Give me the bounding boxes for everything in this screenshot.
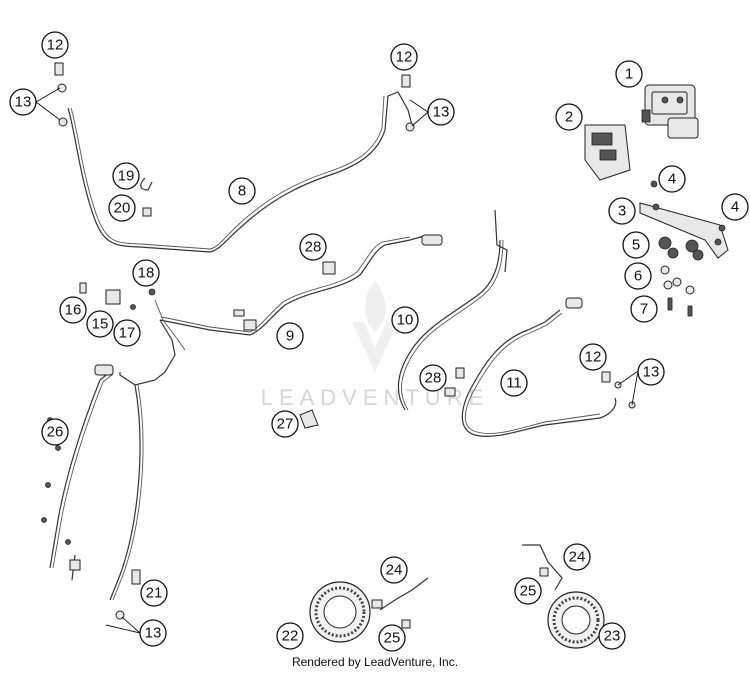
rubber-grommets	[658, 236, 704, 261]
bolts	[667, 297, 693, 317]
fittings	[41, 62, 636, 629]
svg-text:5: 5	[632, 237, 640, 254]
svg-text:7: 7	[640, 301, 648, 318]
svg-text:21: 21	[146, 585, 163, 602]
svg-text:3: 3	[618, 203, 626, 220]
svg-text:13: 13	[433, 104, 450, 121]
svg-text:12: 12	[585, 349, 602, 366]
abs-control-module	[584, 124, 631, 181]
svg-text:23: 23	[604, 628, 621, 645]
svg-text:17: 17	[119, 325, 136, 342]
callout-25: 25	[378, 624, 406, 652]
svg-text:4: 4	[731, 199, 739, 216]
svg-text:2: 2	[565, 109, 573, 126]
svg-text:26: 26	[47, 424, 64, 441]
callout-21: 21	[140, 579, 168, 607]
callout-1: 1	[615, 60, 643, 88]
callout-5: 5	[622, 231, 650, 259]
svg-text:25: 25	[384, 630, 401, 647]
callout-27: 27	[271, 410, 299, 438]
callout-4: 4	[658, 165, 686, 193]
svg-text:9: 9	[286, 328, 294, 345]
callout-12: 12	[41, 31, 69, 59]
svg-text:12: 12	[396, 49, 413, 66]
svg-text:28: 28	[425, 370, 442, 387]
callout-19: 19	[112, 162, 140, 190]
svg-text:16: 16	[65, 302, 82, 319]
callout-13: 13	[139, 619, 167, 647]
abs-sensor-ring-front	[309, 581, 371, 643]
callout-22: 22	[276, 622, 304, 650]
leader-lines	[35, 87, 639, 634]
svg-text:11: 11	[506, 375, 522, 392]
svg-text:12: 12	[47, 37, 64, 54]
callout-4: 4	[721, 193, 749, 221]
svg-text:6: 6	[634, 268, 642, 285]
callout-24: 24	[563, 543, 591, 571]
svg-text:13: 13	[15, 94, 32, 111]
callout-12: 12	[390, 43, 418, 71]
svg-text:20: 20	[114, 200, 131, 217]
abs-sensor-ring-rear	[547, 591, 605, 649]
callout-3: 3	[608, 197, 636, 225]
svg-text:24: 24	[569, 549, 586, 566]
mounting-bracket	[639, 180, 729, 259]
callout-8: 8	[228, 177, 256, 205]
svg-text:10: 10	[397, 312, 414, 329]
svg-text:27: 27	[277, 416, 294, 433]
svg-text:18: 18	[138, 265, 155, 282]
abs-unit	[641, 84, 699, 139]
svg-text:19: 19	[118, 168, 135, 185]
watermark-logo	[352, 280, 398, 372]
svg-text:22: 22	[282, 628, 299, 645]
footer-credit: Rendered by LeadVenture, Inc.	[291, 655, 459, 669]
callout-13: 13	[637, 358, 665, 386]
callout-20: 20	[108, 194, 136, 222]
svg-text:28: 28	[305, 239, 322, 256]
callout-13: 13	[9, 88, 37, 116]
callout-18: 18	[132, 259, 160, 287]
svg-text:13: 13	[145, 625, 162, 642]
callout-26: 26	[41, 418, 69, 446]
callout-25: 25	[514, 577, 542, 605]
callout-10: 10	[391, 306, 419, 334]
callout-17: 17	[113, 319, 141, 347]
callout-7: 7	[630, 295, 658, 323]
brake-hoses	[49, 91, 617, 611]
svg-text:4: 4	[668, 171, 676, 188]
callout-12: 12	[579, 343, 607, 371]
svg-text:15: 15	[92, 316, 109, 333]
callout-24: 24	[380, 556, 408, 584]
callout-28: 28	[419, 364, 447, 392]
callout-2: 2	[555, 103, 583, 131]
callout-28: 28	[299, 233, 327, 261]
callout-11: 11	[500, 369, 528, 397]
svg-text:25: 25	[520, 583, 537, 600]
callout-13: 13	[427, 98, 455, 126]
callout-6: 6	[624, 262, 652, 290]
svg-text:8: 8	[238, 183, 246, 200]
callout-23: 23	[598, 622, 626, 650]
callout-15: 15	[86, 310, 114, 338]
svg-text:13: 13	[643, 364, 660, 381]
bushings	[660, 265, 695, 295]
callout-9: 9	[276, 322, 304, 350]
svg-text:1: 1	[625, 66, 633, 83]
callout-16: 16	[59, 296, 87, 324]
svg-text:24: 24	[386, 562, 403, 579]
